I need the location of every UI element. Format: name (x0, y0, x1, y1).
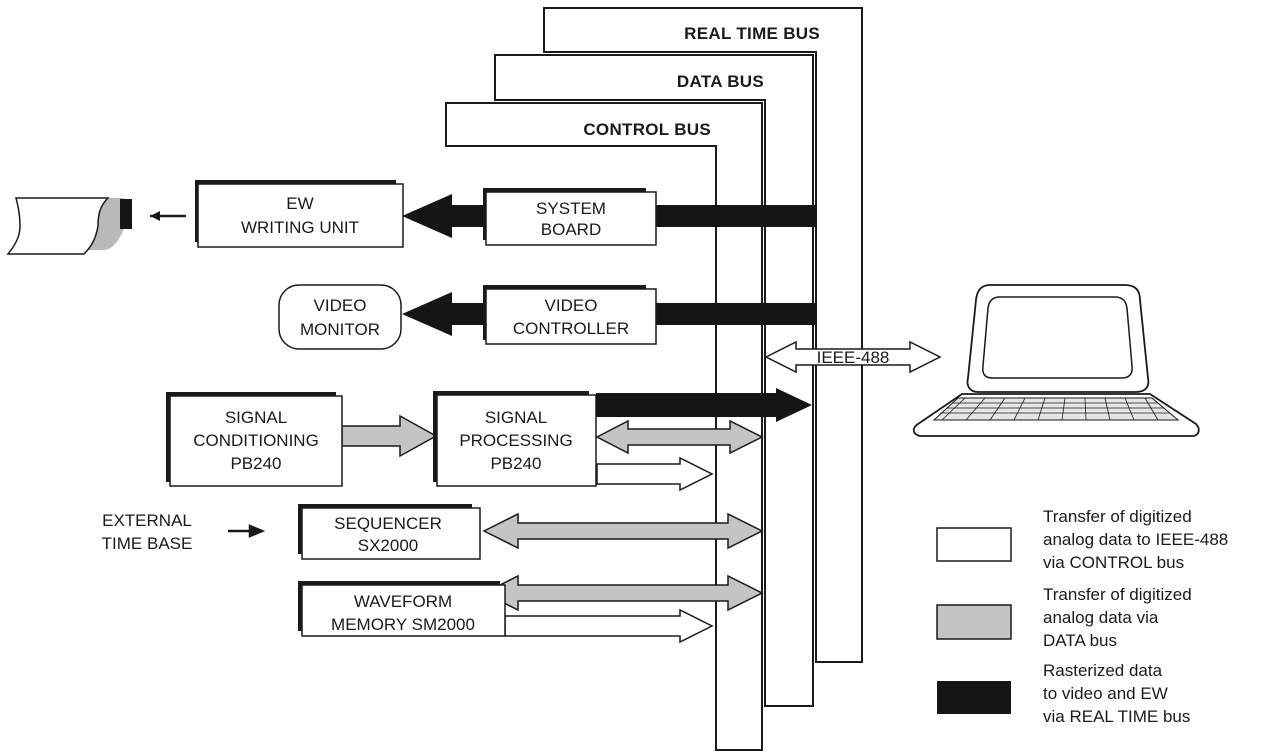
data-arrow-sequencer-bidirectional (482, 512, 764, 550)
legend-control-line1: Transfer of digitized (1043, 507, 1192, 526)
real-time-bus: REAL TIME BUS (543, 7, 863, 663)
computer-terminal-icon (912, 284, 1200, 437)
external-time-base-arrow (228, 524, 266, 538)
waveform-memory-line2: MEMORY SM2000 (331, 615, 475, 634)
signal-processing-box: SIGNAL PROCESSING PB240 (433, 391, 597, 487)
ew-writing-unit-line2: WRITING UNIT (241, 218, 359, 237)
realtime-arrow-from-signal-processing (596, 388, 812, 422)
signal-conditioning-box: SIGNAL CONDITIONING PB240 (166, 392, 343, 487)
control-bus-label: CONTROL BUS (583, 120, 711, 139)
system-board-box: SYSTEM BOARD (483, 188, 657, 246)
system-board-line1: SYSTEM (536, 199, 606, 218)
legend-realtime-line2: to video and EW (1043, 684, 1168, 703)
signal-processing-line1: SIGNAL (485, 408, 547, 427)
legend-swatch-gray (936, 604, 1012, 640)
control-arrow-from-signal-processing (596, 456, 714, 492)
data-bus: DATA BUS (494, 54, 814, 707)
legend: Transfer of digitized analog data to IEE… (936, 507, 1228, 726)
data-arrow-conditioning-to-processing (341, 414, 438, 458)
paper-output-icon (6, 197, 132, 255)
ieee-488-label: IEEE-488 (817, 348, 890, 367)
legend-data-line3: DATA bus (1043, 631, 1117, 650)
real-time-bus-label: REAL TIME BUS (684, 24, 820, 43)
legend-realtime-line1: Rasterized data (1043, 661, 1163, 680)
legend-data-line2: analog data via (1043, 608, 1159, 627)
waveform-memory-box: WAVEFORM MEMORY SM2000 (298, 581, 506, 637)
legend-item-realtime: Rasterized data to video and EW via REAL… (937, 661, 1190, 726)
waveform-memory-line1: WAVEFORM (354, 592, 452, 611)
sequencer-box: SEQUENCER SX2000 (298, 504, 481, 560)
control-arrow-from-waveform (504, 608, 714, 644)
data-bus-label: DATA BUS (677, 72, 764, 91)
sequencer-line1: SEQUENCER (334, 514, 442, 533)
ieee-488-bidirectional-arrow (764, 340, 942, 374)
signal-conditioning-line1: SIGNAL (225, 408, 287, 427)
signal-processing-line2: PROCESSING (459, 431, 572, 450)
signal-processing-line3: PB240 (490, 454, 541, 473)
legend-realtime-line3: via REAL TIME bus (1043, 707, 1190, 726)
signal-conditioning-line3: PB240 (230, 454, 281, 473)
video-monitor-box: VIDEO MONITOR (278, 284, 402, 350)
ew-writing-unit-box: EW WRITING UNIT (195, 180, 404, 248)
legend-control-line3: via CONTROL bus (1043, 553, 1184, 572)
video-controller-line1: VIDEO (545, 296, 598, 315)
video-controller-box: VIDEO CONTROLLER (483, 285, 657, 345)
legend-item-control: Transfer of digitized analog data to IEE… (936, 507, 1228, 572)
video-monitor-line2: MONITOR (300, 320, 380, 339)
external-time-base: EXTERNAL TIME BASE (102, 511, 266, 553)
ew-writing-unit-line1: EW (286, 194, 313, 213)
signal-conditioning-line2: CONDITIONING (193, 431, 319, 450)
sequencer-line2: SX2000 (358, 536, 419, 555)
legend-data-line1: Transfer of digitized (1043, 585, 1192, 604)
video-monitor-line1: VIDEO (314, 296, 367, 315)
external-time-base-line1: EXTERNAL (102, 511, 192, 530)
legend-swatch-white (936, 527, 1012, 562)
external-time-base-line2: TIME BASE (102, 534, 193, 553)
legend-item-data: Transfer of digitized analog data via DA… (936, 585, 1192, 650)
data-arrow-processing-bidirectional (595, 419, 764, 455)
video-controller-line2: CONTROLLER (513, 319, 629, 338)
control-bus: CONTROL BUS (445, 102, 763, 751)
legend-swatch-black (937, 681, 1011, 714)
data-arrow-waveform-bidirectional (482, 574, 764, 612)
system-board-line2: BOARD (541, 220, 601, 239)
legend-control-line2: analog data to IEEE-488 (1043, 530, 1228, 549)
